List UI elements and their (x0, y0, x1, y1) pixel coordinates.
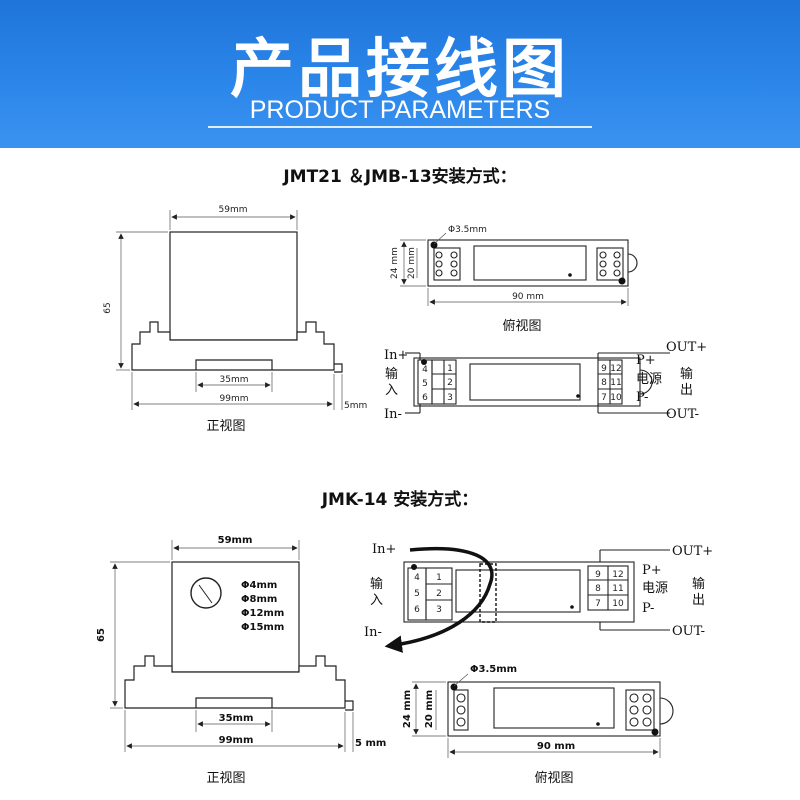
s1-term-8: 8 (601, 378, 607, 388)
header-banner: 产品接线图 PRODUCT PARAMETERS (0, 0, 800, 148)
s2-output-label2: 出 (692, 593, 705, 608)
s2-hole-15: Φ15mm (241, 622, 284, 633)
s2-front-height: 65 (96, 628, 107, 642)
s1-output-label: 输 (680, 366, 693, 382)
s1-in-plus: In+ (384, 348, 408, 363)
s2-power-label: 电源 (642, 581, 668, 596)
s1-p-plus: P+ (636, 353, 656, 368)
s2-in-minus: In- (364, 625, 382, 640)
page-title: 产品接线图 (230, 33, 570, 107)
s2-term-3: 3 (436, 605, 442, 615)
section1-heading: JMT21 ＆JMB-13安装方式： (282, 166, 516, 187)
s2-p-plus: P+ (642, 563, 662, 578)
s1-input-label2: 入 (385, 383, 398, 398)
wiring-diagram: JMT21 ＆JMB-13安装方式： 59mm 65 35mm 99mm 5mm… (96, 166, 713, 786)
s2-front-caption: 正视图 (206, 771, 245, 786)
subtitle-underline (208, 126, 592, 128)
s2-p-minus: P- (642, 601, 654, 616)
s1-front-height: 65 (103, 302, 113, 313)
s1-term-6: 6 (422, 393, 428, 403)
s1-term-5: 5 (422, 379, 428, 389)
s1-front-slot: 35mm (220, 375, 249, 385)
s1-term-4: 4 (422, 365, 428, 375)
s2-front-width: 59mm (218, 535, 253, 546)
s2-front-base: 99mm (219, 735, 254, 746)
s1-term-3: 3 (447, 393, 453, 403)
s2-term-2: 2 (436, 589, 442, 599)
s2-through-hole (190, 577, 222, 609)
s1-power-label: 电源 (636, 372, 662, 387)
s2-hole-4: Φ4mm (241, 580, 277, 591)
s1-front-width: 59mm (219, 205, 248, 215)
s2-term-5: 5 (414, 589, 420, 599)
section1-wiring (405, 352, 670, 414)
s1-term-11: 11 (610, 378, 621, 388)
s2-top-height: 24 mm (402, 690, 413, 728)
s1-in-minus: In- (384, 407, 402, 422)
s1-term-9: 9 (601, 364, 607, 374)
s2-hole-8: Φ8mm (241, 594, 277, 605)
s2-term-12: 12 (612, 570, 623, 580)
s2-input-label: 输 (370, 576, 383, 592)
s2-term-4: 4 (414, 573, 420, 583)
section1-front-view (131, 231, 343, 373)
s2-term-9: 9 (595, 570, 601, 580)
s1-top-height: 24 mm (390, 247, 400, 279)
section2-heading: JMK-14 安装方式： (321, 489, 479, 510)
s2-out-minus: OUT- (672, 624, 705, 639)
s1-term-7: 7 (601, 393, 607, 403)
s1-out-minus: OUT- (666, 407, 699, 422)
s1-term-12: 12 (610, 364, 621, 374)
s1-p-minus: P- (636, 390, 648, 405)
s2-term-8: 8 (595, 584, 601, 594)
s2-term-6: 6 (414, 605, 420, 615)
s1-out-plus: OUT+ (666, 340, 707, 355)
s2-term-7: 7 (595, 599, 601, 609)
s1-front-base: 99mm (220, 394, 249, 404)
section2-wiring (403, 549, 670, 631)
s1-front-foot: 5mm (344, 401, 367, 411)
s1-input-label: 输 (385, 366, 398, 382)
s1-term-10: 10 (610, 393, 622, 403)
page-subtitle: PRODUCT PARAMETERS (249, 96, 551, 124)
s2-out-plus: OUT+ (672, 544, 713, 559)
section1-top-view (427, 239, 638, 287)
s2-input-label2: 入 (370, 593, 383, 608)
s2-term-1: 1 (436, 573, 442, 583)
s1-term-2: 2 (447, 378, 453, 388)
s1-top-length: 90 mm (512, 292, 544, 302)
section2-top-view (447, 681, 674, 737)
s1-output-label2: 出 (680, 383, 693, 398)
s1-term-1: 1 (447, 364, 453, 374)
s2-term-11: 11 (612, 584, 623, 594)
s2-top-length: 90 mm (537, 741, 575, 752)
s2-front-slot: 35mm (219, 713, 254, 724)
s2-output-label: 输 (692, 576, 705, 592)
s2-top-caption: 俯视图 (534, 770, 573, 786)
s2-hole-12: Φ12mm (241, 608, 284, 619)
s1-top-inner: 20 mm (407, 247, 417, 279)
s1-top-hole: Φ3.5mm (448, 225, 487, 235)
section2-front-view (124, 561, 354, 711)
s2-term-10: 10 (612, 599, 624, 609)
s1-front-caption: 正视图 (206, 419, 245, 434)
s1-top-caption: 俯视图 (502, 318, 541, 334)
s2-top-hole: Φ3.5mm (470, 664, 517, 675)
s2-top-inner: 20 mm (424, 690, 435, 728)
s2-in-plus: In+ (372, 542, 396, 557)
s2-front-foot: 5 mm (355, 738, 386, 749)
